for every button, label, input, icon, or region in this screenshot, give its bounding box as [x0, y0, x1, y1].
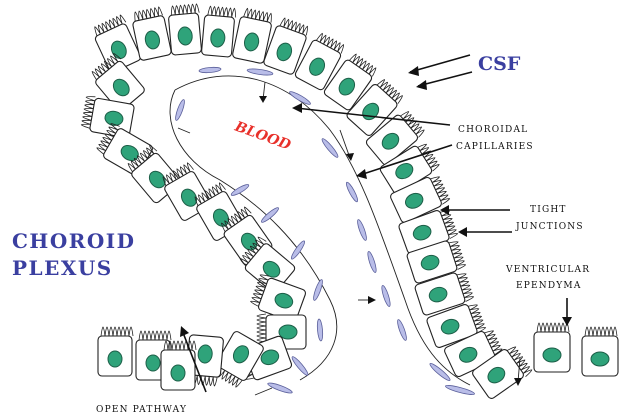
microvilli [139, 331, 171, 340]
flow-arrow-e [178, 128, 190, 133]
capillary [366, 251, 378, 273]
flow-arrow-f [255, 388, 272, 395]
capillary [445, 384, 475, 397]
capillary [380, 285, 392, 307]
cell-nucleus [146, 355, 160, 371]
epithelial-cell [201, 6, 236, 58]
tight-junctions-label-line1: TIGHT [530, 205, 567, 215]
cell-nucleus [108, 351, 122, 367]
choroid-plexus-label-line1: CHOROID [12, 229, 135, 253]
capillaries-arrow-1-head [292, 103, 302, 113]
cell-nucleus [591, 352, 609, 366]
flow-arrow-d-head [368, 296, 376, 304]
capillary [345, 181, 360, 203]
capillary [428, 362, 451, 383]
capillary [199, 67, 221, 74]
cell-nucleus [279, 325, 297, 339]
capillary [312, 279, 324, 301]
tight-junctions-arrow-2-head [458, 227, 467, 237]
microvilli [537, 323, 569, 332]
capillary [247, 68, 273, 77]
blood-label: BLOOD [232, 118, 294, 154]
choroidal-capillaries-label-line2: CAPILLARIES [456, 142, 534, 152]
csf-arrow-2-head [416, 80, 427, 90]
capillary [317, 319, 324, 341]
cell-nucleus [543, 348, 561, 362]
ependyma-cell [582, 327, 618, 376]
csf-label: CSF [478, 53, 521, 75]
microvilli [585, 327, 617, 336]
ventricular-ependyma-label-line2: EPENDYMA [516, 281, 582, 291]
ependyma-cell [534, 323, 570, 372]
tight-junctions-arrow-1-head [440, 205, 449, 215]
capillary [230, 183, 250, 197]
epithelial-cell [98, 327, 133, 376]
capillary [290, 355, 309, 377]
capillary [396, 319, 408, 341]
csf-arrow-1-head [408, 66, 419, 76]
epithelial-cell [168, 4, 203, 56]
choroidal-capillaries-label-line1: CHOROIDAL [458, 125, 528, 135]
csf-arrow-1 [410, 55, 470, 72]
capillary [260, 206, 280, 224]
microvilli [101, 327, 133, 336]
capillary [356, 219, 368, 241]
capillary [288, 90, 311, 106]
capillary [320, 137, 339, 159]
cell-nucleus [171, 365, 185, 381]
ventricular-ependyma-label-line1: VENTRICULAR [505, 265, 590, 275]
choroid-plexus-label-line2: PLEXUS [12, 256, 113, 280]
tight-junctions-label-line2: JUNCTIONS [515, 222, 584, 232]
epithelial-cell-layer [80, 4, 532, 401]
capillary [174, 99, 186, 121]
ventricular-ependyma-cells [534, 323, 618, 376]
flow-arrow-a-head [259, 96, 267, 103]
open-pathway-label: OPEN PATHWAY [96, 405, 187, 415]
